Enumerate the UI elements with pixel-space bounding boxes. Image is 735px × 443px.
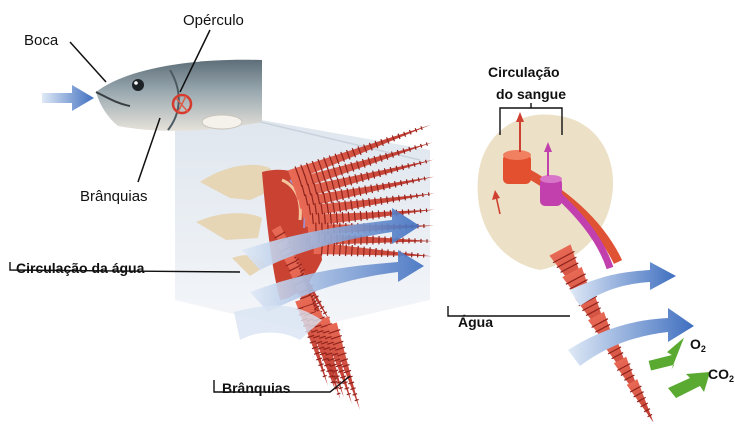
label-circulacao-agua: Circulação da água [16,260,144,276]
label-operculo: Opérculo [183,12,244,29]
water-inflow-arrow [42,85,94,111]
label-co2: CO2 [708,366,734,382]
label-branquias-bottom: Brânquias [222,380,290,396]
label-o2: O2 [690,336,706,352]
label-agua: Água [458,314,493,330]
water-flow-arrow-3 [570,262,676,306]
co2-arrow [668,372,710,398]
o2-arrow [645,338,691,375]
label-boca: Boca [24,32,58,49]
fish-head [96,60,262,131]
label-circulacao-sangue-2: do sangue [496,86,566,102]
gill-lamella [626,379,659,426]
label-branquias-top: Brânquias [80,188,148,205]
gill-closeup-right [478,103,618,270]
label-circulacao-sangue-1: Circulação [488,64,560,80]
